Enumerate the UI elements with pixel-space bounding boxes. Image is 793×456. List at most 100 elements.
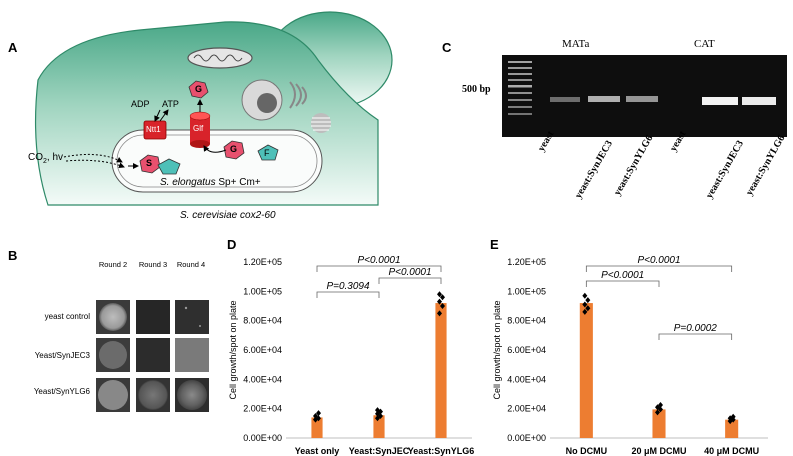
p-value-label: P<0.0001 <box>388 267 431 278</box>
significance-bracket <box>585 280 660 287</box>
adp-label: ADP <box>131 99 150 109</box>
p-value-label: P<0.0001 <box>637 255 680 266</box>
y-tick-label: 2.00E+04 <box>507 404 546 414</box>
data-point <box>730 413 736 420</box>
data-point <box>582 308 588 315</box>
y-tick-label: 1.00E+05 <box>243 286 282 296</box>
data-point <box>437 298 442 305</box>
y-tick-label: 1.20E+05 <box>243 257 282 267</box>
row-label-yeast-control: yeast control <box>44 312 90 321</box>
p-value-label: P<0.0001 <box>601 270 644 281</box>
data-point <box>658 402 663 408</box>
dna-ladder <box>508 61 532 115</box>
y-axis-label: Cell growth/spot on plate <box>492 300 502 399</box>
y-tick-label: 2.00E+04 <box>243 404 282 414</box>
band-mata-synjec3 <box>588 96 620 102</box>
row-label-synylg6: Yeast/SynYLG6 <box>33 387 90 396</box>
glucose-hexagon-cytosol <box>188 80 209 99</box>
x-tick-label: Yeast:SynJEC <box>349 446 410 456</box>
x-tick-label: 40 μM DCMU <box>704 446 759 456</box>
y-tick-label: 8.00E+04 <box>243 316 282 326</box>
significance-bracket <box>585 265 733 272</box>
golgi-icon <box>289 81 307 109</box>
y-tick-label: 8.00E+04 <box>507 316 546 326</box>
chart-d: Cell growth/spot on plate0.00E+002.00E+0… <box>228 255 475 456</box>
p-value-label: P=0.0002 <box>674 323 718 334</box>
chart-e: Cell growth/spot on plate 0.00E+00 2.00E+0… <box>492 255 768 456</box>
y-axis-label: Cell growth/spot on plate <box>228 300 238 399</box>
y-tick-label: 4.00E+04 <box>243 374 282 384</box>
band-mata-synylg6 <box>626 96 658 102</box>
data-point <box>375 410 380 417</box>
significance-bracket <box>658 333 733 340</box>
x-tick-label: Yeast:SynYLG6 <box>408 446 475 456</box>
plate-jec-r4 <box>175 338 209 372</box>
panel-e-letter: E <box>490 237 499 252</box>
p-value-label: P=0.3094 <box>326 281 370 292</box>
panel-b-letter: B <box>8 248 18 263</box>
atp-label: ATP <box>162 99 179 109</box>
data-point <box>582 301 588 308</box>
sucrose-pentagon <box>157 158 181 175</box>
p-value-label: P<0.0001 <box>357 255 400 266</box>
co2-label: CO2, hv <box>28 152 64 165</box>
data-point <box>313 413 318 419</box>
lane-label: yeast:SynYLG6 <box>744 133 788 198</box>
lane-label: yeast:SynYLG6 <box>612 133 656 198</box>
data-point <box>585 297 591 304</box>
sucrose-label: S <box>146 158 153 168</box>
y-tick-label: 6.00E+04 <box>243 345 282 355</box>
data-point <box>440 303 445 309</box>
data-point <box>316 410 321 417</box>
cyanobacterium-label: S. elongatus Sp+ Cm+ <box>160 177 261 188</box>
cat-label: CAT <box>694 38 715 50</box>
significance-bracket <box>316 265 442 272</box>
data-point <box>727 415 733 422</box>
bar <box>652 409 666 438</box>
bar <box>579 303 593 438</box>
nucleus-icon <box>241 79 283 121</box>
data-point <box>437 310 442 317</box>
y-tick-label: 1.00E+05 <box>507 286 546 296</box>
data-point <box>440 294 445 301</box>
plate-jec-r3 <box>136 338 170 372</box>
plate-images <box>96 300 209 412</box>
vacuole-icon <box>311 113 331 133</box>
x-tick-label: Yeast only <box>295 446 340 456</box>
y-tick-label: 1.20E+05 <box>507 257 546 267</box>
fructose-inner-label: F <box>264 148 270 158</box>
panel-d-letter: D <box>227 237 237 252</box>
mata-label: MATa <box>562 38 590 50</box>
glf-label: Glf <box>193 124 204 133</box>
data-point <box>655 409 660 416</box>
data-point <box>585 305 591 312</box>
glucose-cytosol-label: G <box>195 84 203 94</box>
glucose-inner-label: G <box>230 144 238 154</box>
glucose-hexagon-inner <box>223 140 245 160</box>
round-4-header: Round 4 <box>176 260 206 269</box>
data-point <box>437 291 442 298</box>
band-mata-yeast <box>550 97 580 102</box>
data-point <box>582 292 588 299</box>
y-tick-label: 0.00E+00 <box>507 433 546 443</box>
significance-bracket <box>316 291 380 298</box>
bar <box>435 303 447 438</box>
host-cell-label: S. cerevisiae cox2-60 <box>180 210 276 221</box>
significance-bracket <box>378 277 442 284</box>
panel-a-letter: A <box>8 40 18 55</box>
fructose-pentagon-inner <box>257 144 279 161</box>
ladder-500bp-label: 500 bp <box>462 84 491 95</box>
band-cat-synylg6 <box>742 97 776 105</box>
mitochondrion-icon <box>187 47 253 69</box>
gel-image <box>502 55 787 137</box>
panel-c-letter: C <box>442 40 452 55</box>
round-3-header: Round 3 <box>138 260 168 269</box>
bar <box>311 417 323 438</box>
glf-transporter <box>189 111 211 148</box>
round-2-header: Round 2 <box>98 260 128 269</box>
x-tick-label: 20 μM DCMU <box>631 446 686 456</box>
bar <box>725 419 739 438</box>
plate-yc-r3 <box>136 300 170 334</box>
row-label-synjec3: Yeast/SynJEC3 <box>34 351 90 360</box>
panel-a-diagram <box>34 11 393 206</box>
